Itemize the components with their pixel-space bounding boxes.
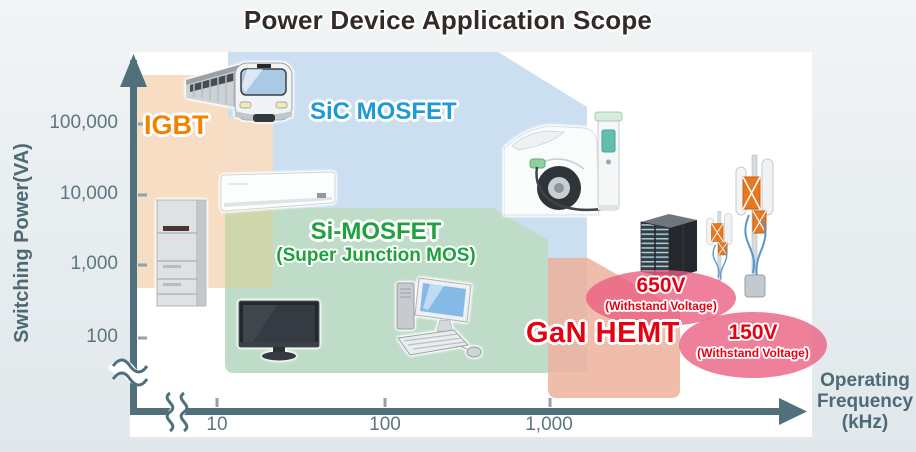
callout-650v-voltage: 650V: [636, 274, 686, 297]
server-rack-illustration: [637, 209, 701, 281]
callout-650v: 650V (Withstand Voltage): [586, 274, 736, 313]
region-label-sic-mosfet: SiC MOSFET: [310, 98, 457, 125]
x-tick-label-100: 100: [369, 414, 401, 435]
x-axis-label-line2: Frequency: [816, 391, 914, 412]
desktop-computer-illustration: [392, 275, 484, 363]
region-label-igbt: IGBT: [144, 110, 209, 140]
x-axis-label-line1: Operating: [820, 370, 910, 391]
air-conditioner-illustration: [214, 170, 340, 216]
si-mosfet-sub-label: (Super Junction MOS): [276, 245, 476, 267]
callout-150v-voltage: 150V: [728, 321, 778, 344]
refrigerator-illustration: [150, 197, 212, 309]
y-tick-label-100000: 100,000: [49, 112, 118, 133]
x-axis-label: Operating Frequency (kHz): [812, 370, 916, 433]
page-title: Power Device Application Scope: [243, 5, 653, 35]
x-tick-label-1000: 1,000: [525, 414, 573, 435]
region-label-si-mosfet: Si-MOSFET (Super Junction MOS): [253, 219, 499, 266]
callout-150v: 150V (Withstand Voltage): [678, 321, 828, 360]
si-mosfet-main-label: Si-MOSFET: [310, 218, 442, 245]
region-label-gan-hemt: GaN HEMT: [526, 317, 680, 349]
callout-150v-caption: (Withstand Voltage): [697, 346, 809, 360]
ev-charging-station-illustration: [504, 104, 626, 254]
base-station-antenna-small-illustration: [702, 209, 736, 293]
callout-650v-caption: (Withstand Voltage): [605, 299, 717, 313]
train-illustration: [183, 56, 295, 126]
y-tick-label-1000: 1,000: [70, 253, 118, 274]
x-axis-label-line3: (kHz): [841, 412, 889, 433]
tv-illustration: [237, 299, 321, 361]
base-station-antenna-large-illustration: [729, 150, 779, 302]
y-tick-label-100: 100: [86, 326, 118, 347]
x-tick-label-10: 10: [206, 414, 228, 435]
y-axis-label: Switching Power(VA): [11, 143, 33, 343]
y-tick-label-10000: 10,000: [59, 183, 118, 204]
